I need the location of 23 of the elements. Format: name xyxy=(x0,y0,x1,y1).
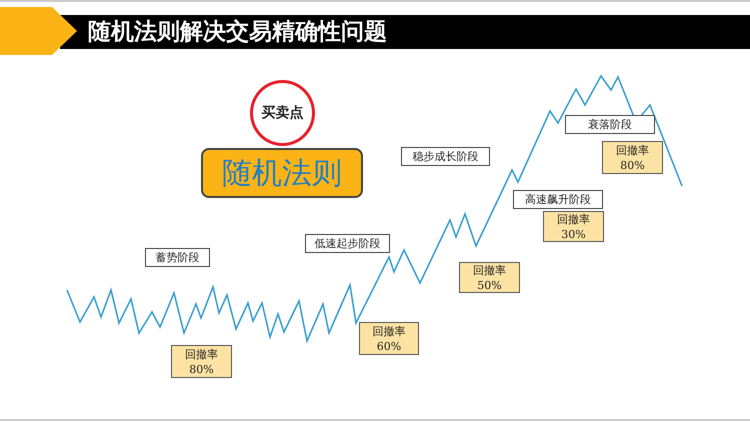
phase-box: 高速飙升阶段 xyxy=(513,190,603,209)
drawdown-box xyxy=(543,211,604,242)
phase-box: 蓄势阶段 xyxy=(145,248,210,267)
phase-box: 低速起步阶段 xyxy=(305,234,390,253)
rate-value: 60% xyxy=(376,338,402,354)
rate-label: 回撤率 xyxy=(616,142,649,158)
drawdown-box xyxy=(459,262,520,293)
phase-box: 稳步成长阶段 xyxy=(401,147,490,166)
phase-box: 衰落阶段 xyxy=(565,115,655,134)
rate-label: 回撤率 xyxy=(473,262,506,278)
rate-value: 50% xyxy=(477,278,502,292)
rate-label: 回撤率 xyxy=(185,346,218,362)
drawdown-box xyxy=(359,322,419,355)
rate-label: 回撤率 xyxy=(557,212,590,226)
drawdown-box xyxy=(602,141,663,174)
circle-label: 买卖点 xyxy=(250,80,315,146)
title: 随机法则解决交易精确性问题 xyxy=(88,17,387,47)
rate-value: 80% xyxy=(620,158,645,172)
title-box: 随机法则 xyxy=(201,148,363,198)
rate-value: 80% xyxy=(189,362,214,376)
rate-label: 回撤率 xyxy=(372,324,406,338)
drawdown-box xyxy=(171,345,232,378)
rate-value: 30% xyxy=(561,226,586,242)
